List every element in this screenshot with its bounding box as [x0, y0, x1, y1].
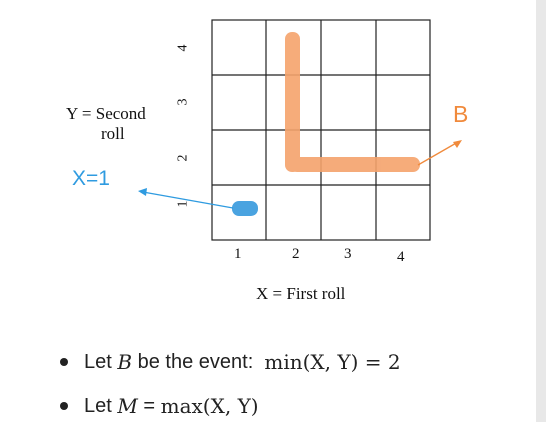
- bullet-var: M: [117, 394, 138, 418]
- bullet-expr: max(X, Y): [160, 394, 259, 418]
- x-axis-label: X = First roll: [256, 284, 346, 303]
- event-b-horizontal-stroke: [290, 157, 420, 172]
- arrow-x1-head: [138, 188, 147, 196]
- y-axis-label-line2: roll: [101, 124, 125, 143]
- x-equals-1-annotation: X=1: [72, 167, 110, 190]
- y-tick-3: 3: [175, 98, 191, 106]
- x-tick-1: 1: [234, 246, 242, 262]
- y-tick-1: 1: [175, 200, 191, 208]
- x-tick-2: 2: [292, 246, 300, 262]
- arrow-b-line: [417, 141, 459, 166]
- bullet-define-m: Let M = max(X, Y): [60, 394, 259, 418]
- bullet-expr: min(X, Y) = 2: [264, 350, 401, 374]
- grid-lines: [211, 19, 431, 241]
- y-tick-4: 4: [175, 44, 191, 52]
- bullet-text-prefix: Let: [84, 394, 118, 417]
- right-edge-strip: [536, 0, 546, 422]
- event-b-highlight: [285, 32, 420, 172]
- bullet-var: B: [117, 350, 133, 374]
- bullet-dot: [60, 402, 68, 410]
- event-b-annotation: B: [453, 101, 469, 127]
- x-tick-4: 4: [397, 249, 405, 265]
- x-equals-1-highlight: [232, 201, 258, 216]
- bullet-text-prefix: Let: [84, 350, 118, 373]
- bullet-event-b: Let B be the event: min(X, Y) = 2: [60, 350, 401, 374]
- x-tick-3: 3: [344, 246, 352, 262]
- arrow-x1-line: [142, 191, 234, 209]
- event-b-vertical-stroke: [285, 32, 300, 172]
- arrow-b-head: [453, 140, 462, 148]
- y-tick-2: 2: [175, 154, 191, 162]
- bullet-text-middle: be the event:: [132, 350, 265, 373]
- bullet-text-middle: =: [137, 394, 161, 417]
- y-axis-label-line1: Y = Second: [66, 104, 146, 123]
- bullet-dot: [60, 358, 68, 366]
